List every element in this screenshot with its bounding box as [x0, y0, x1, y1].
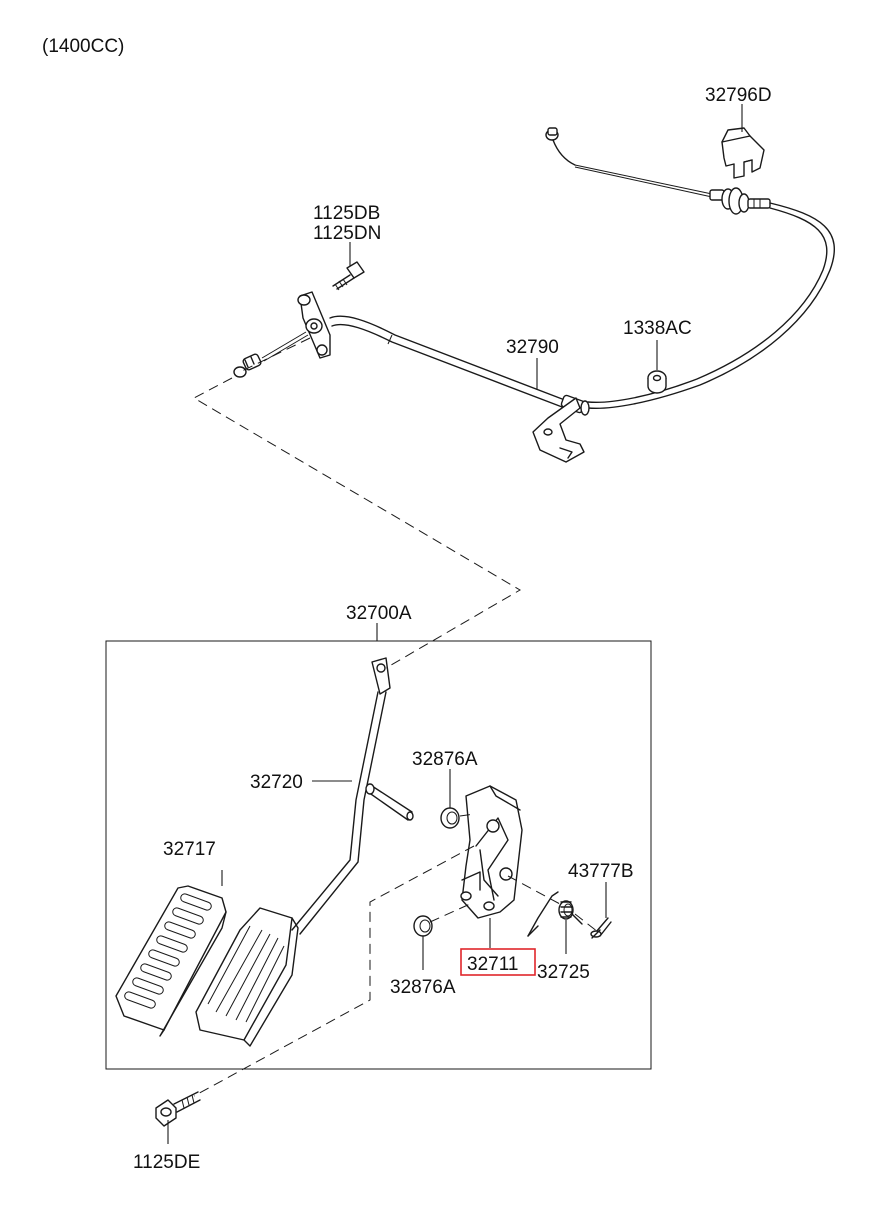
assembly-guide-lines	[192, 337, 599, 1097]
pedal-assembly-box	[105, 640, 652, 1070]
label-43777B[interactable]: 43777B	[568, 861, 634, 882]
cable-mounting-bracket	[532, 397, 585, 463]
cable-flange-plate	[297, 291, 331, 359]
part-labels: 32796D 1125DB 1125DN 32790 1338AC 32700A…	[133, 85, 772, 1173]
label-32711[interactable]: 32711	[467, 954, 518, 975]
return-spring-32725[interactable]	[527, 891, 583, 937]
label-1125DB[interactable]: 1125DB	[313, 203, 380, 224]
label-32717[interactable]: 32717	[163, 839, 216, 860]
highlight-box-32711	[460, 948, 536, 976]
label-32720[interactable]: 32720	[250, 772, 303, 793]
pedal-pad[interactable]	[195, 907, 299, 1047]
label-32876A-bottom[interactable]: 32876A	[390, 977, 456, 998]
stopper-32876A-bottom[interactable]	[413, 915, 433, 937]
bolt-1125DB[interactable]	[332, 261, 365, 291]
cable-end-cap	[545, 127, 576, 166]
leader-lines	[167, 104, 743, 1144]
engine-variant-label: (1400CC)	[42, 36, 124, 57]
label-32700A[interactable]: 32700A	[346, 603, 412, 624]
cable-end-fitting	[233, 353, 262, 378]
label-1125DE[interactable]: 1125DE	[133, 1152, 200, 1173]
stopper-32876A-top[interactable]	[440, 807, 460, 829]
label-1125DN[interactable]: 1125DN	[313, 223, 381, 244]
pedal-arm-32720[interactable]	[291, 657, 414, 935]
cable-clip-32796D[interactable]	[721, 127, 765, 179]
cable-adjuster	[709, 187, 771, 215]
bolt-1125DE[interactable]	[155, 1091, 201, 1127]
pedal-bracket-32711[interactable]	[460, 785, 523, 919]
label-32725[interactable]: 32725	[537, 962, 590, 983]
pedal-rubber-pad-32717[interactable]	[115, 885, 227, 1037]
label-32876A-top[interactable]: 32876A	[412, 749, 478, 770]
accelerator-cable[interactable]	[233, 127, 835, 463]
label-32790[interactable]: 32790	[506, 337, 559, 358]
label-1338AC[interactable]: 1338AC	[623, 318, 692, 339]
clip-43777B[interactable]	[590, 917, 612, 939]
label-32796D[interactable]: 32796D	[705, 85, 772, 106]
nut-1338AC[interactable]	[647, 370, 667, 394]
